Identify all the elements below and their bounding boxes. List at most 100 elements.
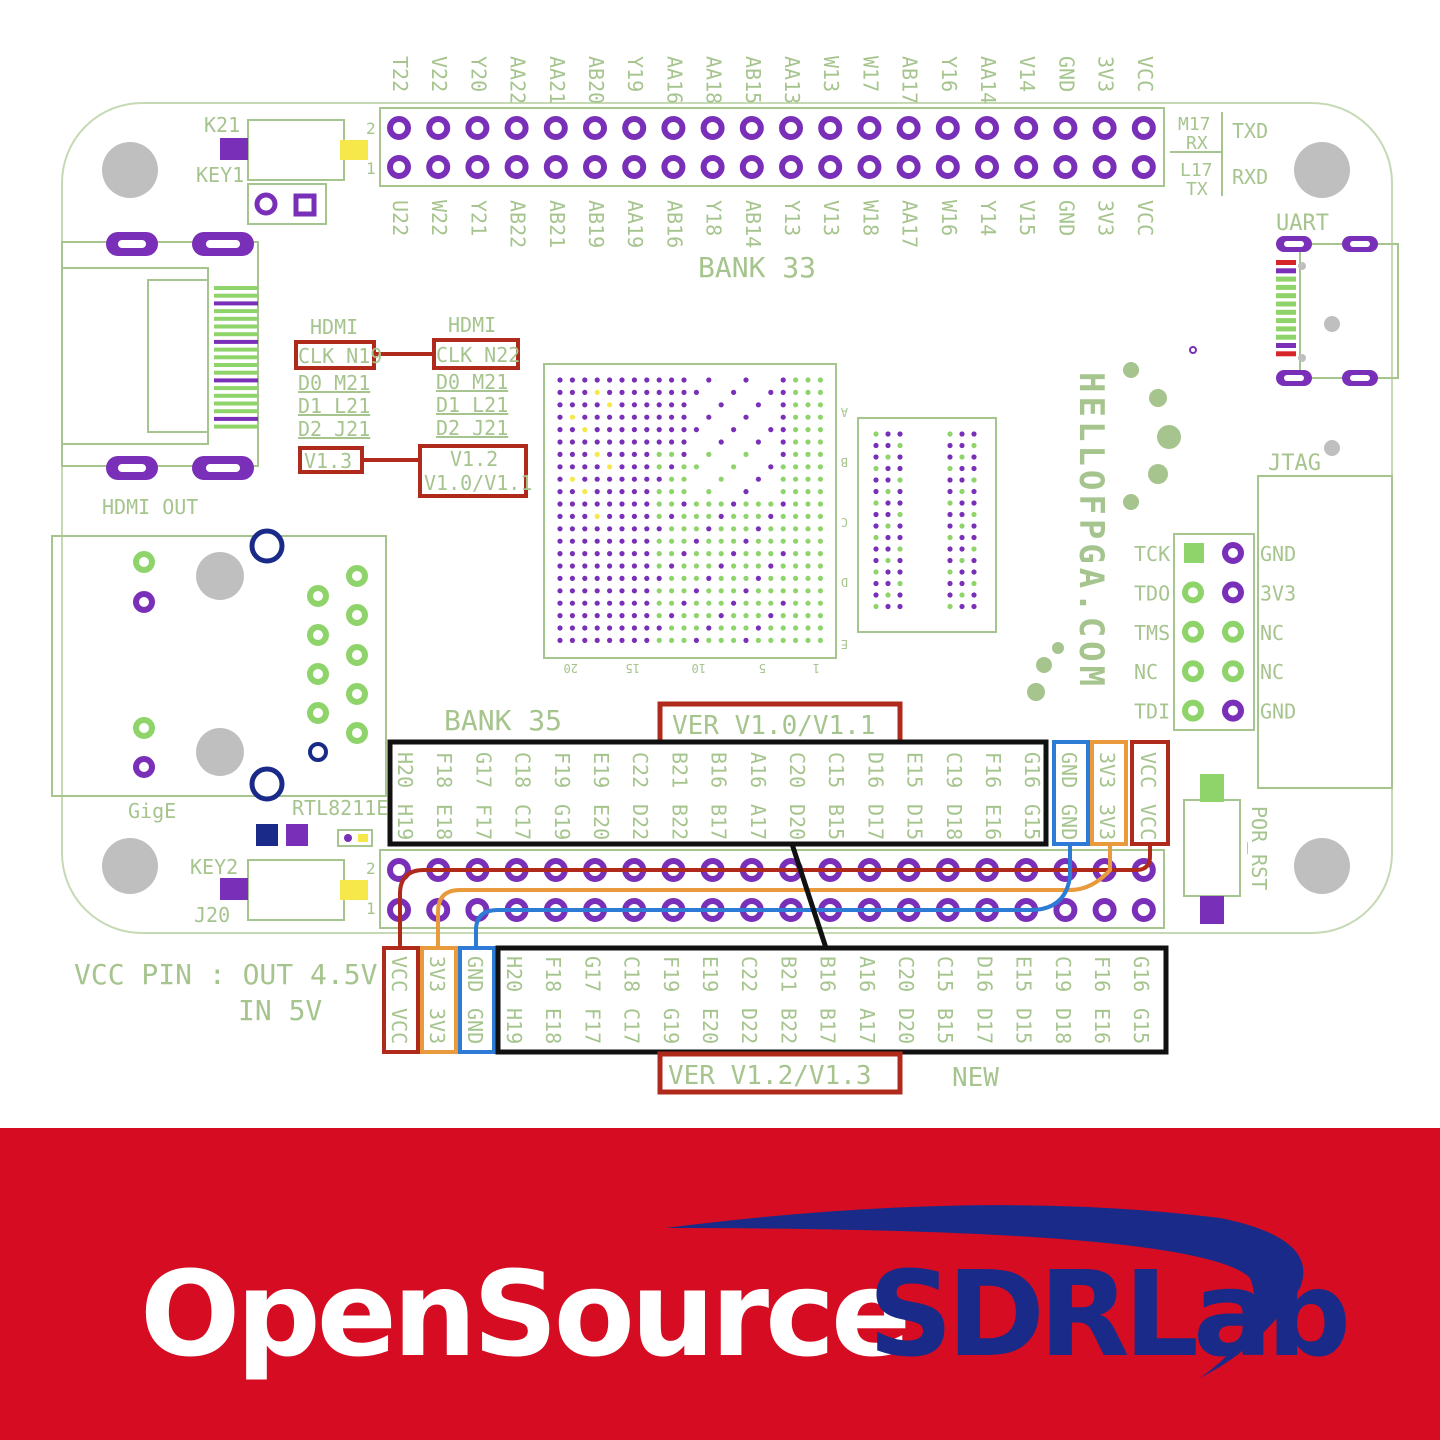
bga-ball — [669, 600, 675, 606]
header-pad — [1053, 898, 1078, 922]
pin-label: B15 — [824, 804, 848, 840]
bga-ball — [607, 389, 613, 395]
header-pad — [1053, 155, 1078, 179]
led-pad — [254, 192, 278, 216]
ddr-ball — [947, 477, 953, 483]
uart-pin — [1276, 334, 1296, 340]
bga-ball — [607, 501, 613, 507]
bga-ball — [669, 613, 675, 619]
bga-ball — [706, 414, 712, 420]
pin-label: AA14 — [976, 56, 1000, 104]
ddr-ball — [971, 603, 977, 610]
bga-ball — [656, 464, 662, 470]
ddr-ball — [873, 454, 879, 460]
bga-ball — [594, 563, 600, 569]
bga-ball — [768, 625, 774, 631]
bga-ball — [817, 513, 824, 520]
bga-ball — [607, 464, 613, 470]
pin-label: Y13 — [780, 200, 804, 236]
ddr-ball — [897, 603, 903, 610]
bga-ball — [607, 439, 613, 445]
pin-label: VCC — [1133, 56, 1157, 92]
bga-ball — [817, 414, 824, 420]
new-vcc-box — [382, 946, 420, 1054]
hdmi-ver-left: V1.3 — [304, 449, 352, 473]
bga-ball — [693, 501, 700, 507]
bga-ball — [780, 613, 786, 619]
bga-ball — [755, 637, 762, 644]
bga-ball — [669, 526, 675, 532]
bga-ball — [681, 402, 687, 408]
pin-label: Y21 — [466, 200, 490, 236]
bga-ball — [706, 489, 712, 495]
pin-label: E15 — [1012, 956, 1036, 992]
bga-ball — [768, 575, 774, 582]
bga-ball — [607, 538, 613, 544]
bga-ball — [669, 637, 675, 644]
header-pad — [465, 155, 490, 179]
ddr-ball — [971, 442, 977, 449]
bga-ball — [557, 600, 563, 606]
bga-ball — [619, 526, 625, 532]
bga-ball — [805, 538, 811, 544]
vcc-note-line1: VCC PIN : OUT 4.5V — [74, 958, 378, 991]
uart-pin — [1276, 284, 1296, 290]
pin-label: B15 — [933, 1008, 957, 1044]
pin-label: C22 — [628, 752, 652, 788]
bga-ball — [557, 551, 563, 557]
jtag-pin — [1182, 699, 1204, 722]
bga-ball — [793, 414, 799, 420]
bga-ball — [582, 625, 588, 631]
bga-row-mark: D — [841, 575, 848, 589]
bga-ball — [644, 600, 650, 606]
bga-ball — [805, 575, 811, 582]
ddr-ball — [873, 488, 879, 495]
pin-label: Y20 — [466, 56, 490, 92]
bga-ball — [780, 501, 786, 507]
bga-ball — [557, 427, 563, 433]
bga-ball — [693, 625, 700, 631]
bga-ball — [793, 476, 799, 482]
pin-label: AA22 — [506, 56, 530, 104]
pin-label: G16 — [1129, 956, 1153, 992]
pin-label: 3V3 — [1094, 200, 1118, 236]
ddr-ball — [947, 431, 953, 437]
fpga-outline — [543, 363, 837, 659]
ddr-ball — [959, 500, 965, 506]
bga-ball — [631, 600, 638, 606]
pin-label: H19 — [393, 804, 417, 840]
bga-ball — [644, 427, 650, 433]
bga-ball — [817, 476, 824, 482]
bga-ball — [669, 588, 675, 594]
header-pad — [1092, 155, 1117, 179]
ddr-ball — [959, 454, 965, 460]
hdmi-pin — [214, 347, 258, 352]
bga-ball — [631, 451, 638, 457]
ddr-ball — [873, 477, 879, 483]
bga-ball — [656, 439, 662, 445]
pin-label: D16 — [863, 752, 887, 788]
vcc-note-line2: IN 5V — [238, 994, 322, 1027]
deco-dot — [1148, 464, 1168, 484]
pin-label: W22 — [427, 200, 451, 236]
pin-label: AB17 — [898, 56, 922, 104]
pin-label: AB15 — [741, 56, 765, 104]
bga-ball — [607, 588, 613, 594]
header-pad — [1131, 155, 1156, 179]
ddr-ball — [885, 523, 891, 529]
bga-ball — [656, 588, 662, 594]
pin-label: B22 — [667, 804, 691, 840]
pin-label: D16 — [972, 956, 996, 992]
bga-ball — [817, 613, 824, 619]
pin-label: B22 — [776, 1008, 800, 1044]
bga-ball — [619, 464, 625, 470]
bga-ball — [582, 414, 588, 420]
bga-ball — [817, 625, 824, 631]
bga-ball — [731, 464, 737, 470]
bga-ball — [743, 551, 749, 557]
bga-ball — [718, 551, 724, 557]
pin-label: E18 — [432, 804, 456, 840]
bga-ball — [731, 600, 737, 606]
bga-ball — [569, 389, 576, 395]
bga-ball — [768, 563, 774, 569]
